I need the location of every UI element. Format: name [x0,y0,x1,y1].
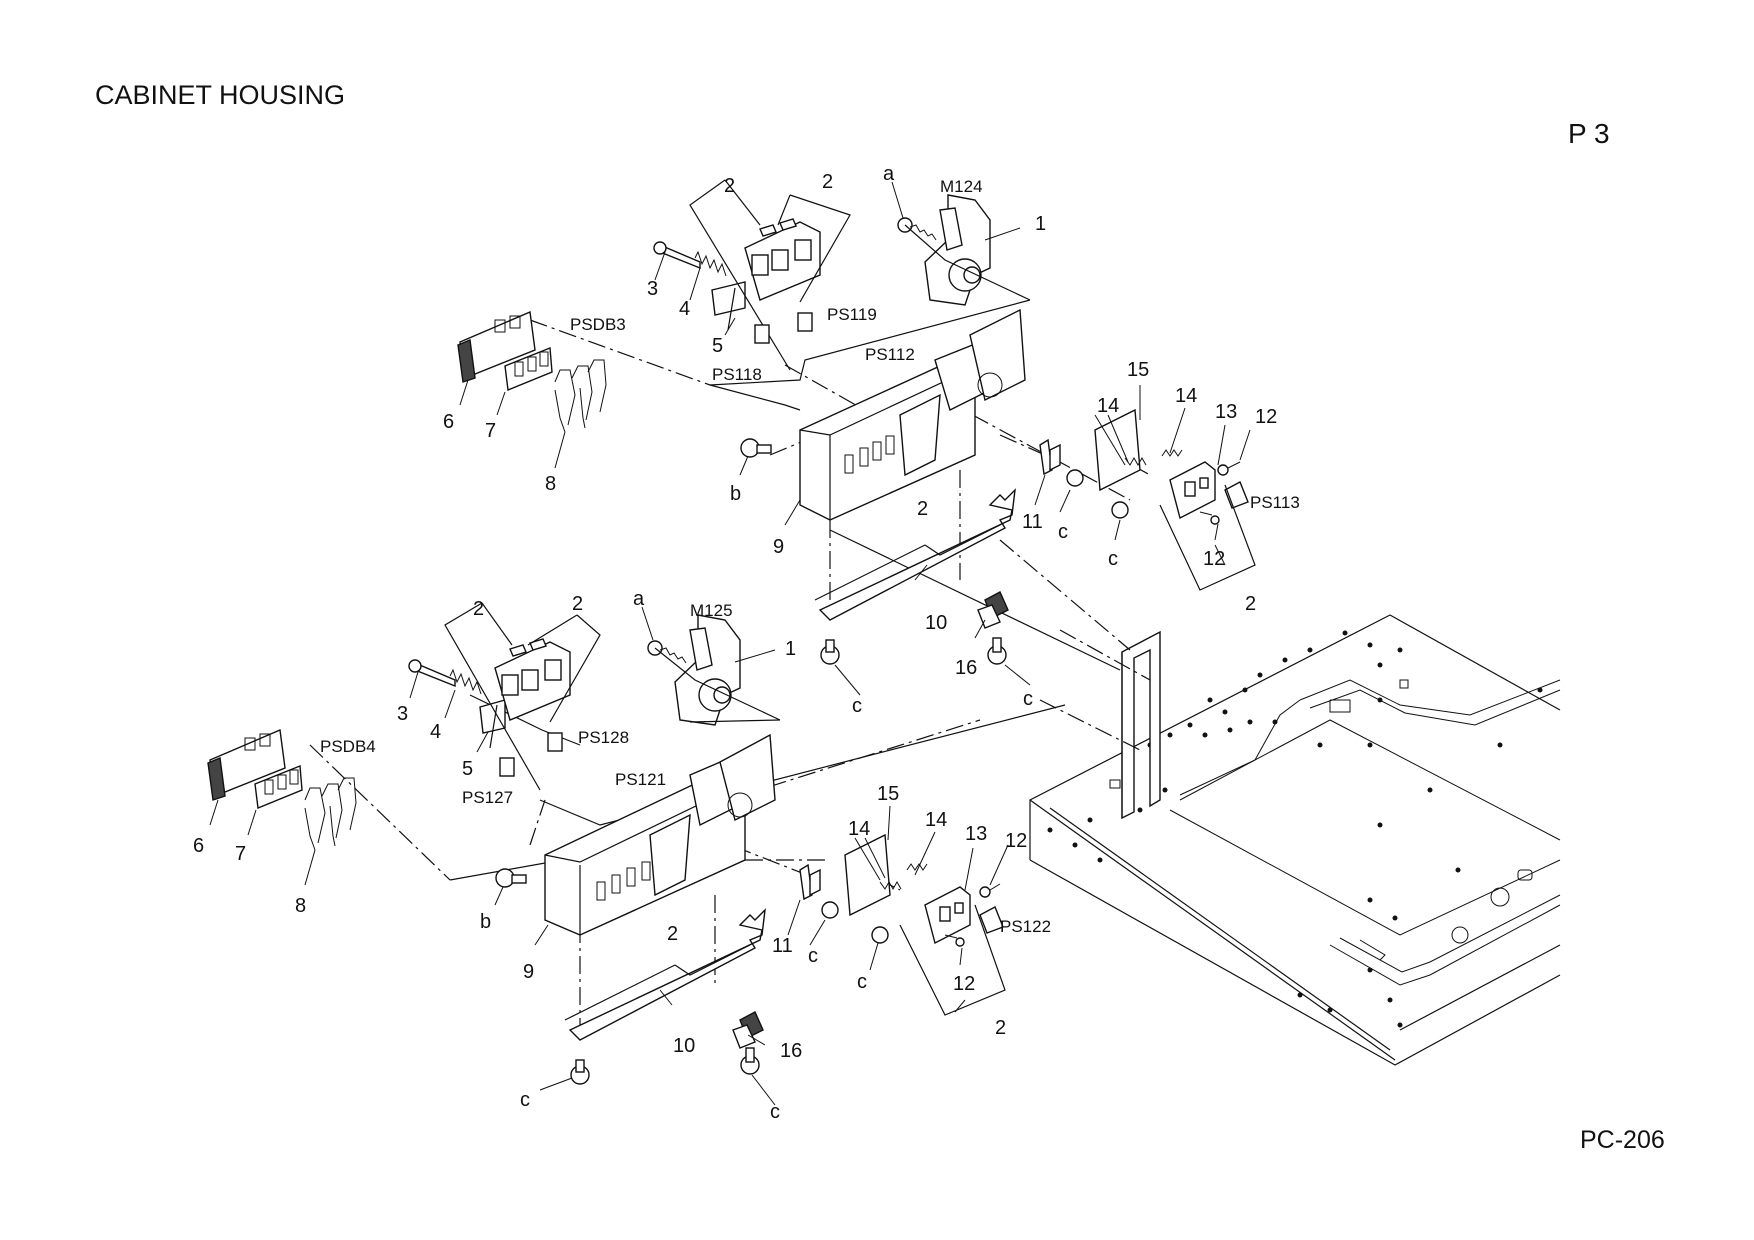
document-code: PC-206 [1580,1126,1665,1154]
callout-sensor: PS121 [615,770,666,789]
callout-12: 12 [1255,406,1277,428]
callout-6: 6 [443,411,454,433]
callout-11: 11 [1022,511,1043,533]
callout-2: 2 [473,598,484,620]
callout-a: a [633,588,645,610]
callout-leaders [209,181,1251,1106]
upper-callouts: a M124 1 2 2 3 4 5 PS119 PS118 PSDB3 6 7… [443,163,1300,717]
callout-sensor: PS127 [462,788,513,807]
callout-5: 5 [462,758,473,780]
callout-c: c [857,971,867,993]
callout-board: PSDB3 [570,315,626,334]
callout-12: 12 [1203,548,1225,570]
callout-2: 2 [995,1017,1006,1039]
callout-9: 9 [773,536,784,558]
callout-sensor: PS118 [712,365,762,384]
callout-8: 8 [545,473,556,495]
callout-14: 14 [848,818,870,840]
callout-motor: M125 [690,601,733,620]
callout-2: 2 [1245,593,1256,615]
callout-c: c [1023,688,1033,710]
callout-11: 11 [772,935,793,957]
callout-10: 10 [925,612,947,634]
callout-3: 3 [647,278,658,300]
cabinet-base-plate [1029,614,1561,1066]
callout-c: c [808,945,818,967]
callout-12: 12 [953,973,975,995]
callout-14: 14 [1175,385,1197,407]
callout-sensor: PS122 [1000,917,1051,936]
page-title: CABINET HOUSING [95,80,346,110]
callout-c: c [852,695,862,717]
callout-16: 16 [955,657,977,679]
callout-2: 2 [724,175,735,197]
callout-8: 8 [295,895,306,917]
callout-1: 1 [1035,213,1046,235]
callout-board: PSDB4 [320,737,376,756]
callout-16: 16 [780,1040,802,1062]
callout-14: 14 [1097,395,1119,417]
callout-4: 4 [679,298,690,320]
callout-2: 2 [917,498,928,520]
callout-sensor: PS113 [1250,493,1300,512]
lower-assembly [207,602,1066,1085]
callout-15: 15 [1127,359,1149,381]
callout-b: b [730,483,741,505]
callout-5: 5 [712,335,723,357]
callout-sensor: PS119 [827,305,877,324]
callout-7: 7 [235,843,246,865]
callout-4: 4 [430,721,441,743]
callout-1: 1 [785,638,796,660]
callout-6: 6 [193,835,204,857]
callout-c: c [770,1101,780,1123]
callout-c: c [520,1089,530,1111]
callout-sensor: PS112 [865,345,915,364]
callout-2: 2 [667,923,678,945]
lower-callouts: a M125 1 2 2 3 4 5 PS128 PS127 PSDB4 6 7… [193,588,1051,1123]
callout-a: a [883,163,895,185]
callout-14: 14 [925,809,947,831]
callout-motor: M124 [940,177,983,196]
callout-2: 2 [822,171,833,193]
callout-c: c [1108,548,1118,570]
callout-7: 7 [485,420,496,442]
callout-13: 13 [965,823,987,845]
page-number: P 3 [1568,118,1610,149]
callout-sensor: PS128 [578,728,629,747]
callout-9: 9 [523,961,534,983]
callout-c: c [1058,521,1068,543]
callout-13: 13 [1215,401,1237,423]
callout-10: 10 [673,1035,695,1057]
upper-assembly [457,179,1256,671]
callout-2: 2 [572,593,583,615]
callout-12: 12 [1005,830,1027,852]
callout-b: b [480,911,491,933]
callout-15: 15 [877,783,899,805]
callout-3: 3 [397,703,408,725]
